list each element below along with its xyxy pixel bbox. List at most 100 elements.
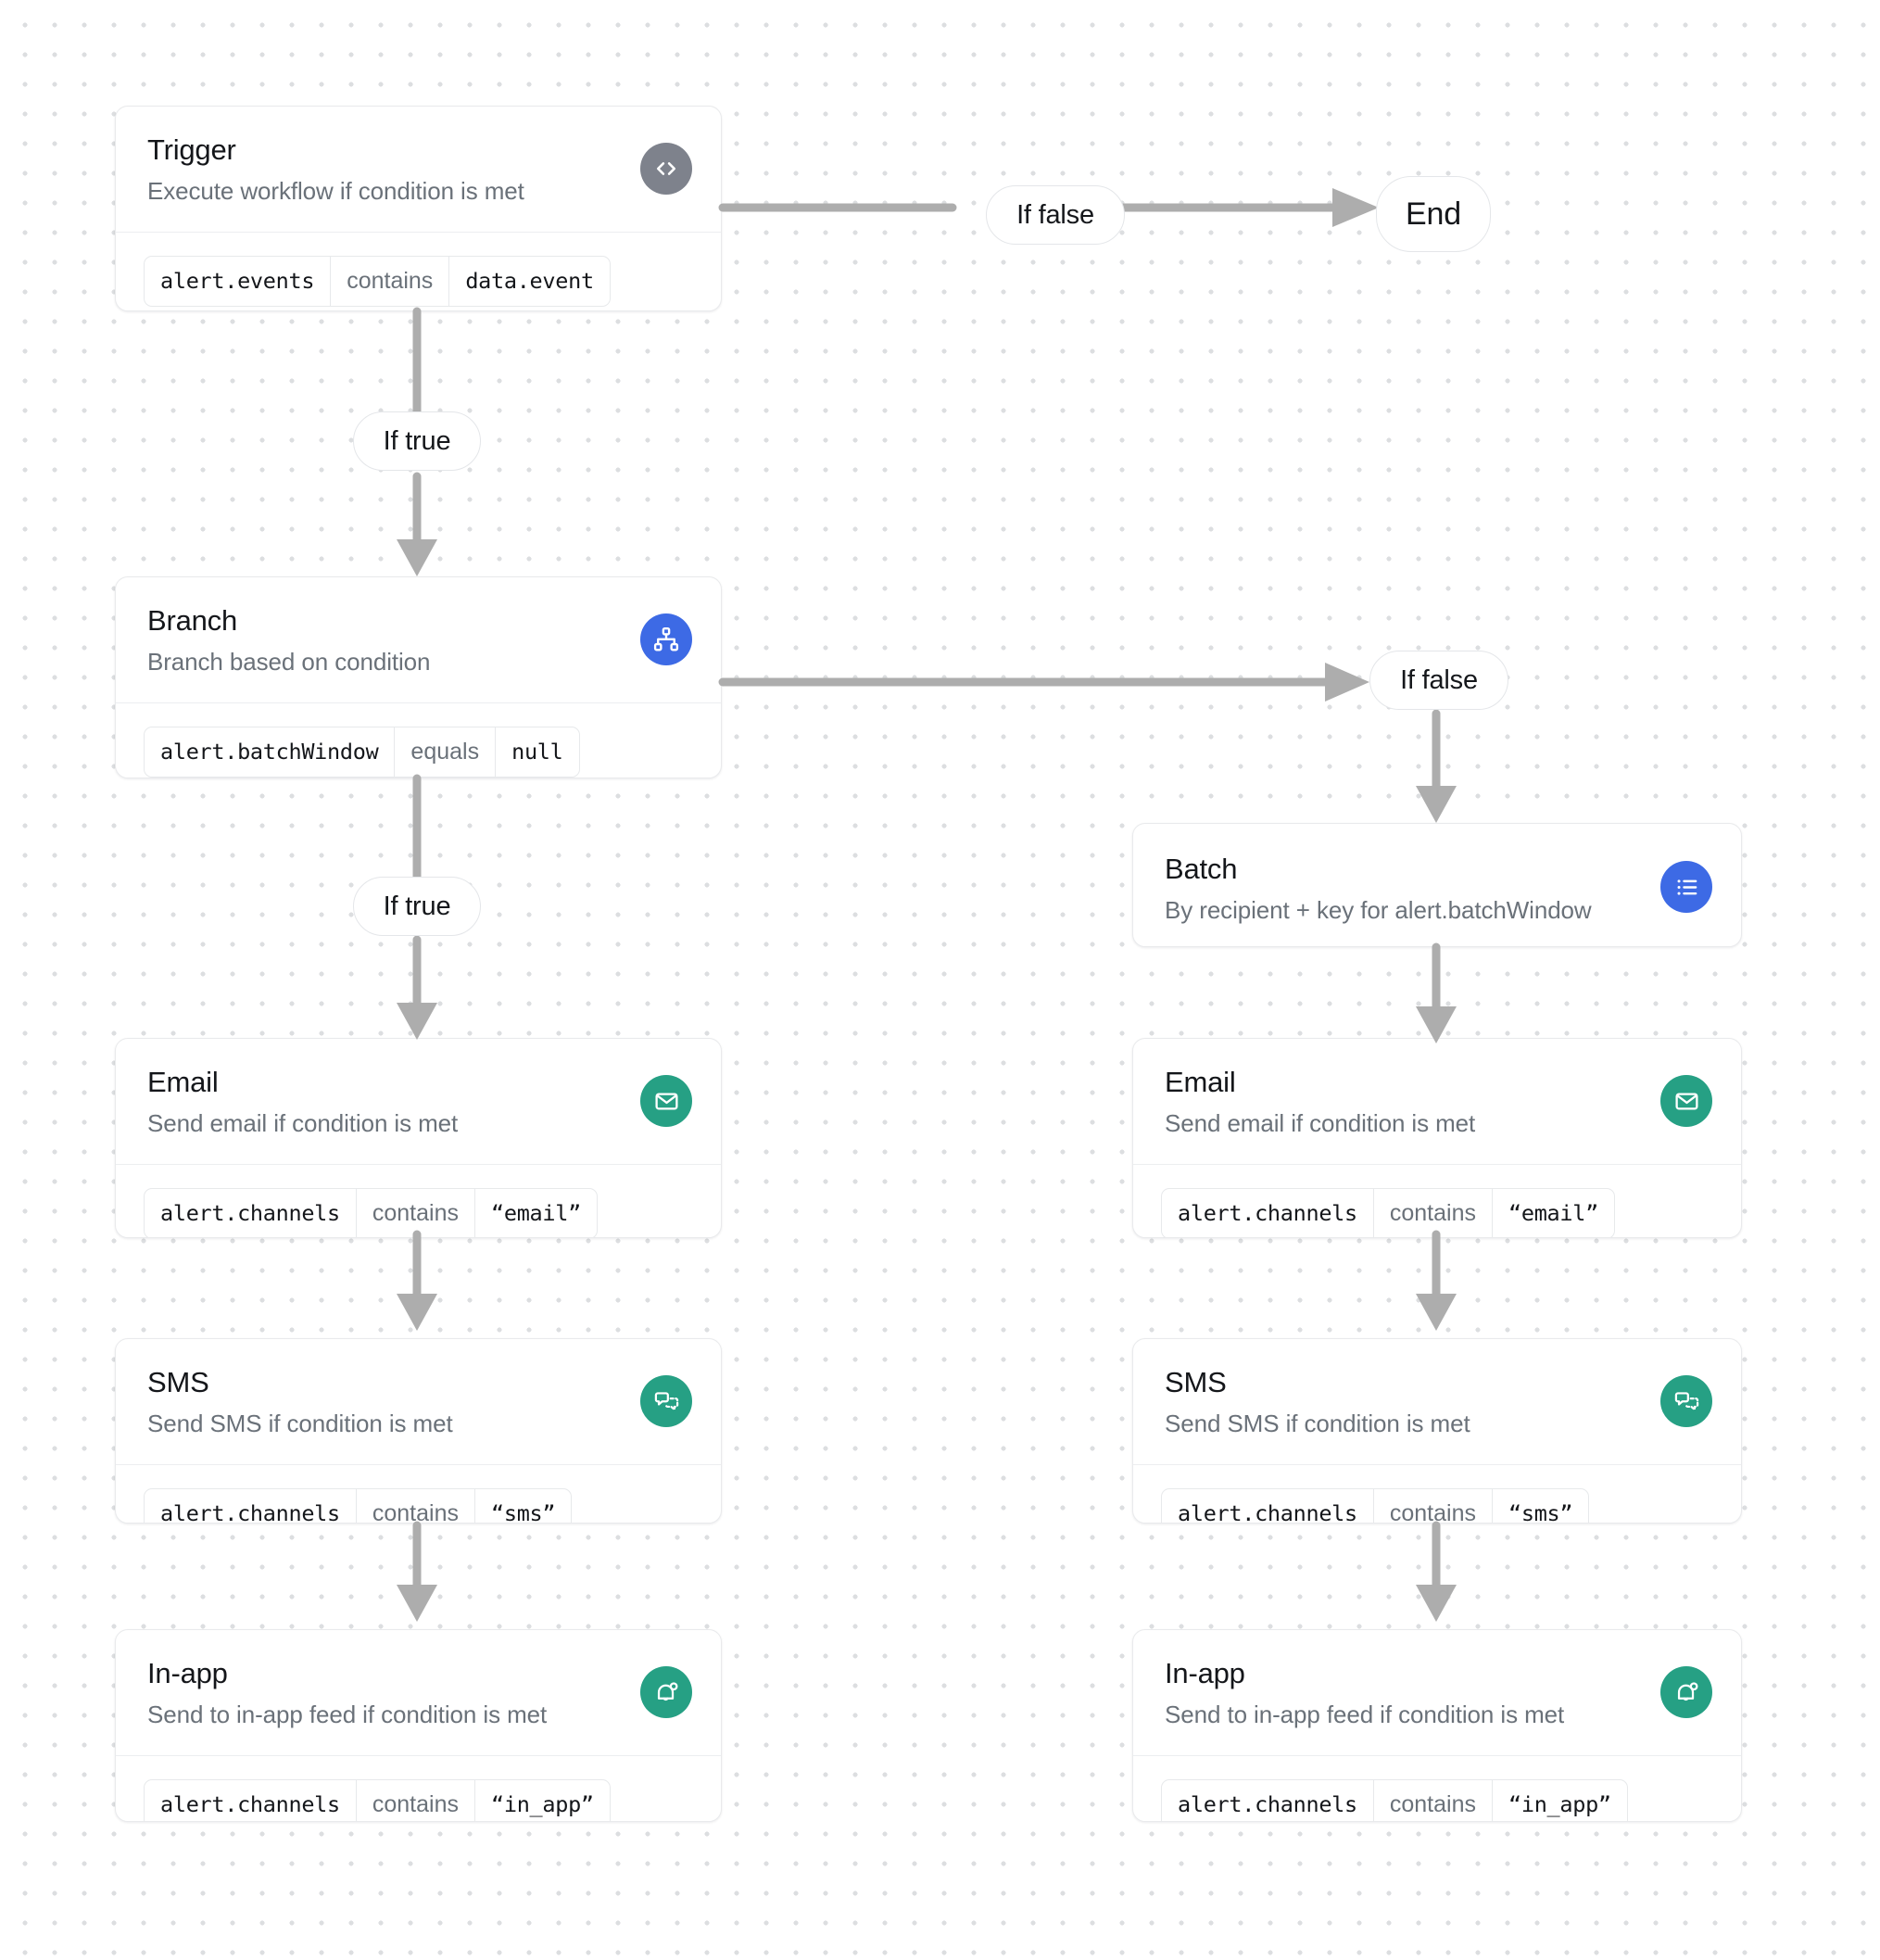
node-end[interactable]: End: [1376, 176, 1491, 252]
connector-iftrue-to-email-left: [395, 935, 439, 1042]
connector-email-to-sms-right: [1414, 1230, 1458, 1333]
node-sms-right-subtitle: Send SMS if condition is met: [1165, 1409, 1470, 1437]
condition-operator: contains: [330, 256, 450, 307]
condition-operator: contains: [355, 1188, 475, 1237]
node-email-right-condition[interactable]: alert.channels contains “email”: [1133, 1163, 1741, 1237]
condition-field: alert.channels: [160, 1790, 340, 1817]
node-inapp-left-condition[interactable]: alert.channels contains “in_app”: [116, 1754, 721, 1821]
node-inapp-left-header: In-app Send to in-app feed if condition …: [116, 1630, 721, 1755]
list-icon: [1660, 861, 1712, 914]
node-batch-title: Batch: [1165, 853, 1238, 885]
condition-operator: equals: [394, 727, 497, 778]
node-sms-left-subtitle: Send SMS if condition is met: [147, 1409, 453, 1437]
node-batch-subtitle: By recipient + key for alert.batchWindow: [1165, 895, 1592, 924]
condition-pill[interactable]: alert.batchWindow equals null: [144, 726, 580, 778]
condition-operator: contains: [1372, 1779, 1493, 1821]
condition-pill[interactable]: alert.channels contains “in_app”: [144, 1778, 611, 1821]
hierarchy-icon: [640, 613, 692, 666]
condition-pill[interactable]: alert.events contains data.event: [144, 255, 611, 308]
node-batch-header: Batch By recipient + key for alert.batch…: [1133, 824, 1741, 946]
node-sms-left-title: SMS: [147, 1366, 209, 1398]
condition-operator: contains: [1372, 1488, 1493, 1523]
condition-pill[interactable]: alert.channels contains “email”: [144, 1187, 598, 1237]
condition-pill[interactable]: alert.channels contains “sms”: [1161, 1487, 1590, 1524]
condition-field: alert.channels: [1178, 1790, 1357, 1817]
condition-value: “sms”: [491, 1499, 556, 1524]
node-sms-right-title: SMS: [1165, 1366, 1227, 1398]
node-trigger-title: Trigger: [147, 133, 236, 166]
edge-label-text: If true: [383, 425, 451, 456]
condition-pill[interactable]: alert.channels contains “in_app”: [1161, 1778, 1628, 1821]
condition-value: “in_app”: [1508, 1790, 1611, 1817]
envelope-icon: [1660, 1075, 1712, 1128]
node-sms-left-condition[interactable]: alert.channels contains “sms”: [116, 1463, 721, 1524]
node-batch[interactable]: Batch By recipient + key for alert.batch…: [1132, 823, 1742, 947]
condition-field: alert.channels: [1178, 1199, 1357, 1226]
condition-operator: contains: [355, 1488, 475, 1523]
node-email-left-title: Email: [147, 1066, 219, 1098]
connector-trigger-to-iftrue: [406, 307, 428, 416]
node-sms-right[interactable]: SMS Send SMS if condition is met alert.c…: [1132, 1338, 1742, 1524]
node-email-left[interactable]: Email Send email if condition is met ale…: [115, 1038, 722, 1238]
condition-field: alert.channels: [160, 1499, 340, 1524]
envelope-icon: [640, 1075, 692, 1128]
node-branch-condition[interactable]: alert.batchWindow equals null: [116, 702, 721, 778]
node-inapp-left-title: In-app: [147, 1657, 228, 1689]
node-inapp-left-subtitle: Send to in-app feed if condition is met: [147, 1700, 548, 1728]
node-sms-right-header: SMS Send SMS if condition is met: [1133, 1339, 1741, 1464]
node-end-label: End: [1406, 196, 1461, 232]
node-inapp-right-header: In-app Send to in-app feed if condition …: [1133, 1630, 1741, 1755]
connector-iffalse-to-batch: [1414, 709, 1458, 825]
condition-operator: contains: [1372, 1188, 1493, 1237]
condition-value: “in_app”: [491, 1790, 594, 1817]
condition-field: alert.events: [160, 267, 315, 294]
connector-sms-to-inapp-right: [1414, 1521, 1458, 1624]
node-branch[interactable]: Branch Branch based on condition alert.b…: [115, 576, 722, 778]
edge-label-if-true-trigger[interactable]: If true: [353, 411, 481, 471]
node-email-left-condition[interactable]: alert.channels contains “email”: [116, 1163, 721, 1237]
node-email-right-subtitle: Send email if condition is met: [1165, 1108, 1476, 1137]
node-inapp-right[interactable]: In-app Send to in-app feed if condition …: [1132, 1629, 1742, 1822]
edge-label-if-false-top[interactable]: If false: [986, 185, 1125, 245]
code-brackets-icon: [640, 143, 692, 196]
connector-branch-to-iftrue: [406, 774, 428, 883]
node-inapp-right-condition[interactable]: alert.channels contains “in_app”: [1133, 1754, 1741, 1821]
node-trigger[interactable]: Trigger Execute workflow if condition is…: [115, 106, 722, 311]
node-branch-header: Branch Branch based on condition: [116, 577, 721, 702]
connector-iffalse-to-end: [1107, 185, 1381, 230]
condition-value: “email”: [491, 1199, 581, 1226]
chat-bubbles-icon: [1660, 1375, 1712, 1428]
node-sms-left-header: SMS Send SMS if condition is met: [116, 1339, 721, 1464]
condition-operator: contains: [355, 1779, 475, 1821]
node-email-right-header: Email Send email if condition is met: [1133, 1039, 1741, 1164]
condition-value: “sms”: [1508, 1499, 1573, 1524]
node-sms-left[interactable]: SMS Send SMS if condition is met alert.c…: [115, 1338, 722, 1524]
edge-label-if-true-branch[interactable]: If true: [353, 877, 481, 936]
connector-sms-to-inapp-left: [395, 1521, 439, 1624]
node-trigger-subtitle: Execute workflow if condition is met: [147, 176, 524, 205]
node-email-right[interactable]: Email Send email if condition is met ale…: [1132, 1038, 1742, 1238]
condition-pill[interactable]: alert.channels contains “email”: [1161, 1187, 1615, 1237]
node-trigger-condition[interactable]: alert.events contains data.event: [116, 231, 721, 310]
connector-batch-to-email-right: [1414, 942, 1458, 1045]
node-sms-right-condition[interactable]: alert.channels contains “sms”: [1133, 1463, 1741, 1524]
bell-badge-icon: [640, 1666, 692, 1719]
node-branch-title: Branch: [147, 604, 238, 637]
condition-field: alert.batchWindow: [160, 738, 379, 765]
condition-field: alert.channels: [160, 1199, 340, 1226]
connector-trigger-to-iffalse: [718, 196, 957, 219]
node-inapp-left[interactable]: In-app Send to in-app feed if condition …: [115, 1629, 722, 1822]
node-email-left-header: Email Send email if condition is met: [116, 1039, 721, 1164]
node-inapp-right-subtitle: Send to in-app feed if condition is met: [1165, 1700, 1565, 1728]
connector-email-to-sms-left: [395, 1230, 439, 1333]
condition-value: null: [511, 738, 563, 765]
condition-field: alert.channels: [1178, 1499, 1357, 1524]
condition-pill[interactable]: alert.channels contains “sms”: [144, 1487, 573, 1524]
edge-label-if-false-branch[interactable]: If false: [1369, 651, 1508, 710]
node-email-right-title: Email: [1165, 1066, 1236, 1098]
node-email-left-subtitle: Send email if condition is met: [147, 1108, 459, 1137]
node-trigger-header: Trigger Execute workflow if condition is…: [116, 107, 721, 232]
connector-iftrue-to-branch: [395, 472, 439, 578]
edge-label-text: If true: [383, 891, 451, 921]
